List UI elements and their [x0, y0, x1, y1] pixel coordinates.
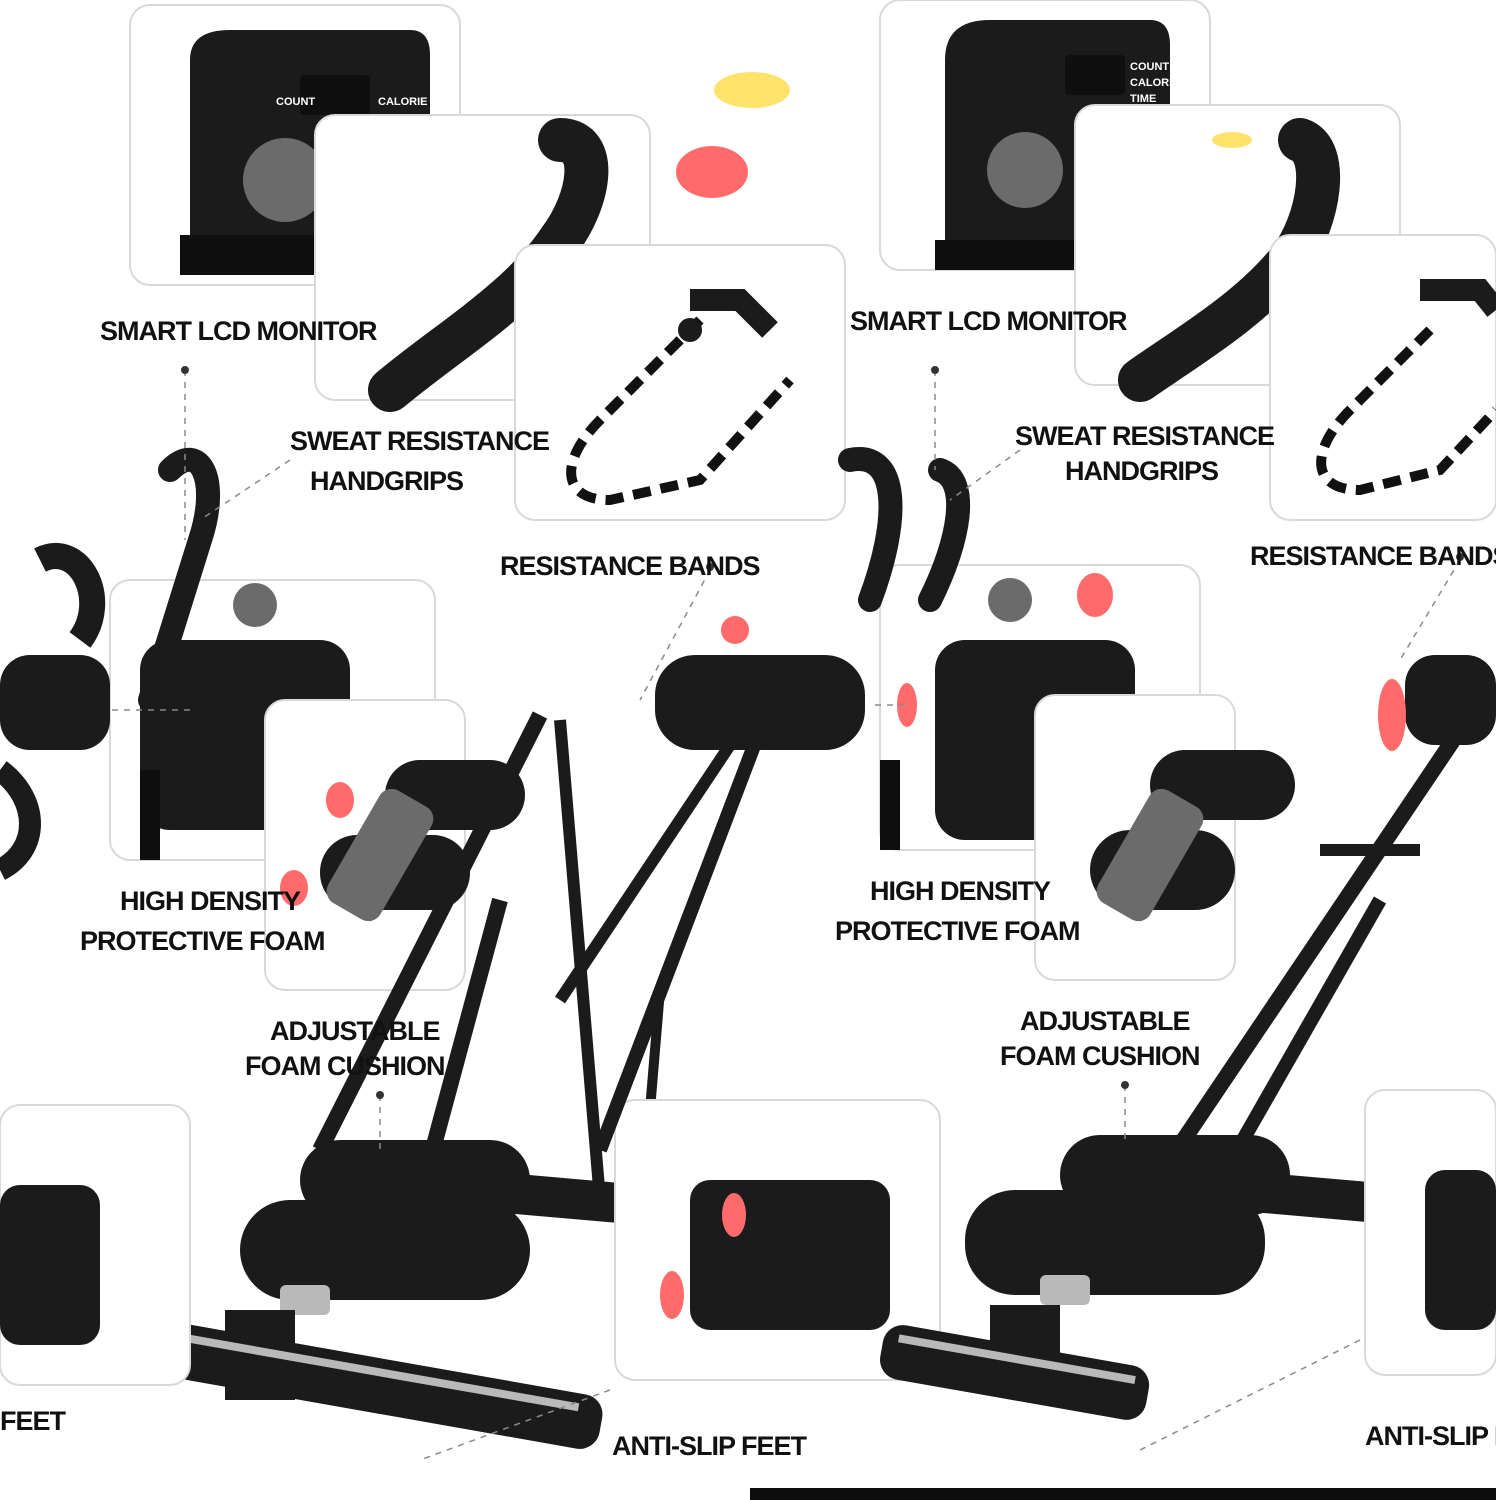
right-accents [897, 132, 1406, 751]
left-handgrips-label-line1: SWEAT RESISTANCE [290, 426, 549, 456]
svg-text:CALORIE: CALORIE [1130, 77, 1180, 89]
left-bands-label: RESISTANCE BANDS [500, 551, 760, 581]
right-bands-panel [1269, 234, 1496, 521]
right-handgrips-label-line2: HANDGRIPS [1065, 456, 1218, 486]
right-feet-panel [1364, 1089, 1496, 1376]
right-foam-label-line1: HIGH DENSITY [870, 876, 1051, 906]
left-edge-feet-label: FEET [0, 1406, 67, 1436]
left-cushion-label-line1: ADJUSTABLE [270, 1016, 440, 1046]
right-cushion-label-line2: FOAM CUSHION [1000, 1041, 1200, 1071]
right-foam-label-line2: PROTECTIVE FOAM [835, 916, 1080, 946]
left-handgrips-label-line2: HANDGRIPS [310, 466, 463, 496]
right-monitor-label: SMART LCD MONITOR [850, 306, 1127, 336]
left-feet-label: ANTI-SLIP FEET [612, 1431, 808, 1461]
svg-text:CALORIE: CALORIE [378, 96, 428, 108]
right-monitor-screen [1065, 55, 1125, 95]
right-leaders [870, 366, 1464, 1451]
right-handgrips-label-line1: SWEAT RESISTANCE [1015, 421, 1274, 451]
left-accents [280, 72, 790, 1319]
right-knee-panel [1034, 694, 1295, 981]
right-bands-label: RESISTANCE BANDS [1250, 541, 1496, 571]
left-leaders [110, 366, 714, 1461]
svg-text:TIME: TIME [1130, 93, 1156, 105]
left-cushion-label-line2: FOAM CUSHION [245, 1051, 445, 1081]
right-feet-label: ANTI-SLIP FEET [1365, 1421, 1496, 1451]
left-monitor-label: SMART LCD MONITOR [100, 316, 377, 346]
svg-text:COUNT: COUNT [1130, 61, 1169, 73]
left-monitor-button [243, 138, 327, 222]
left-bands-panel [514, 244, 846, 521]
right-frame [555, 447, 1496, 1420]
right-labels: SMART LCD MONITOR SWEAT RESISTANCE HANDG… [835, 306, 1496, 1451]
right-product: COUNT CALORIE TIME [555, 0, 1496, 1451]
bottom-shadow [750, 1488, 1496, 1500]
left-monitor-screen [300, 75, 370, 115]
left-frame [0, 447, 691, 1449]
left-labels: SMART LCD MONITOR SWEAT RESISTANCE HANDG… [0, 316, 809, 1461]
resistance-band-icon [678, 318, 702, 342]
left-knee-panel [264, 699, 525, 991]
right-cushion-label-line1: ADJUSTABLE [1020, 1006, 1190, 1036]
left-foam-label-line2: PROTECTIVE FOAM [80, 926, 325, 956]
svg-text:COUNT: COUNT [276, 96, 315, 108]
left-foam-label-line1: HIGH DENSITY [120, 886, 301, 916]
left-product: COUNT CALORIE [0, 4, 941, 1461]
right-monitor-button [987, 132, 1063, 208]
anti-slip-feet-icon [690, 1180, 890, 1330]
